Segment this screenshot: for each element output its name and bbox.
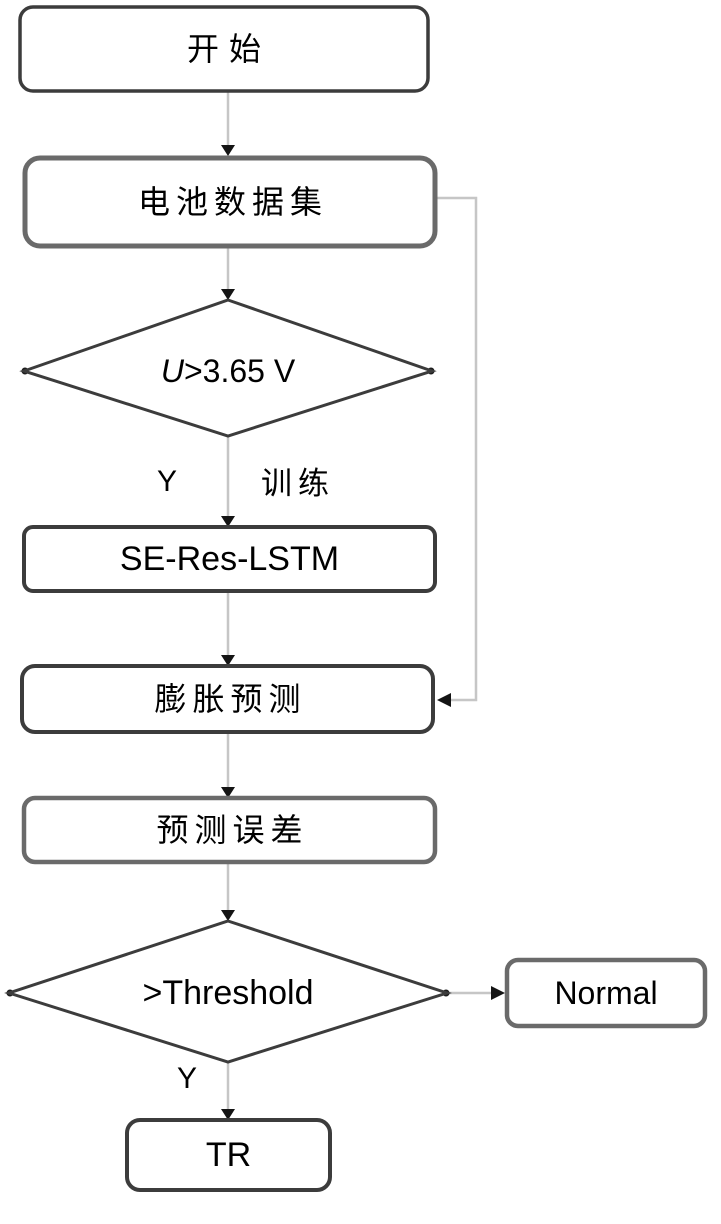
arrowheads: [221, 145, 505, 1120]
start-node-label: 开始: [20, 7, 428, 91]
arrowhead-into-model: [221, 516, 235, 527]
dataset-node-label: 电池数据集: [25, 158, 435, 246]
expansion-node-text: 膨胀预测: [154, 681, 307, 717]
error-node-shape: [21, 795, 438, 865]
arrowhead-into-expansion: [221, 655, 235, 666]
error-node-label: 预测误差: [24, 798, 435, 862]
edge-dataset-expansion-feedback: [436, 196, 478, 702]
model-node-shape: [22, 525, 437, 593]
normal-node-label: Normal: [507, 960, 705, 1026]
dataset-node-text: 电池数据集: [137, 184, 328, 220]
normal-node-shape: [504, 957, 708, 1029]
arrowhead-into-dataset: [221, 145, 235, 156]
expansion-node-label: 膨胀预测: [22, 666, 433, 732]
threshold-decision-label: >Threshold: [9, 955, 447, 1031]
arrowhead-into-normal: [491, 986, 505, 1000]
voltage-yes-branch-label: Y: [147, 464, 187, 500]
connector-lines: [226, 91, 497, 1114]
threshold-decision-shape: [4, 919, 452, 1064]
tr-node-text: TR: [205, 1136, 252, 1174]
train-branch-label: 训练: [251, 464, 339, 502]
expansion-node-shape: [20, 664, 435, 734]
error-node-text: 预测误差: [156, 812, 309, 848]
voltage-decision-shape: [19, 298, 437, 438]
voltage-yes-text: Y: [156, 465, 177, 498]
model-node-label: SE-Res-LSTM: [24, 527, 435, 591]
voltage-decision-label: U>3.65 V: [24, 330, 432, 412]
arrowhead-feedback-into-expansion: [437, 693, 451, 707]
arrowhead-into-voltage-decision: [221, 289, 235, 300]
voltage-variable-text: U: [160, 353, 184, 389]
arrowhead-into-tr: [221, 1109, 235, 1120]
threshold-yes-branch-label: Y: [167, 1061, 207, 1097]
tr-node-label: TR: [127, 1120, 330, 1190]
tr-node-shape: [125, 1118, 332, 1192]
train-text: 训练: [261, 465, 335, 501]
arrowhead-into-threshold-decision: [221, 910, 235, 921]
dataset-node-shape: [22, 155, 438, 249]
model-node-text: SE-Res-LSTM: [119, 540, 340, 578]
threshold-yes-text: Y: [176, 1062, 197, 1095]
threshold-condition-text: >Threshold: [142, 974, 314, 1012]
voltage-condition-text: >3.65 V: [183, 353, 296, 389]
start-node-shape: [18, 5, 430, 93]
arrowhead-into-error: [221, 787, 235, 798]
start-node-text: 开始: [186, 31, 271, 67]
normal-node-text: Normal: [554, 975, 658, 1011]
